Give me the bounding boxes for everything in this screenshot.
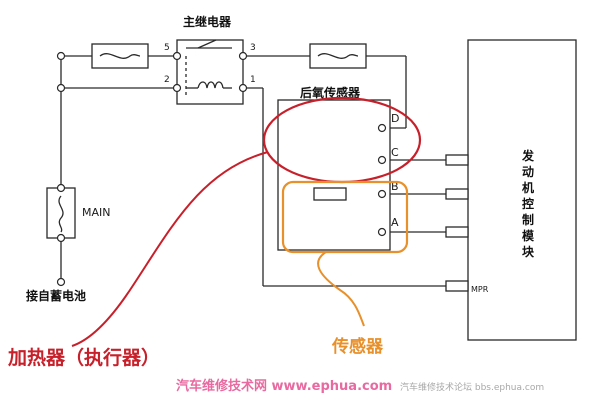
ecm-char-5: 模: [522, 228, 535, 243]
sensor-pin-b: B: [391, 180, 399, 193]
ecm-char-0: 发: [521, 148, 535, 163]
sensor-pin-d: D: [391, 112, 399, 125]
ecm-connectors: [445, 154, 469, 292]
ecm-label: 发 动 机 控 制 模 块: [521, 148, 535, 259]
junction-nodes: [56, 51, 387, 287]
relay-pin3: 3: [250, 43, 256, 53]
watermark-left: 汽车维修技术网 www.ephua.com: [176, 378, 392, 394]
sensor-highlight-box: [281, 180, 409, 254]
relay-pin2: 2: [164, 75, 170, 85]
watermark-right: 汽车维修技术论坛 bbs.ephua.com: [400, 381, 544, 393]
sensor-title: 后氧传感器: [300, 85, 361, 100]
ecm-box: [467, 39, 577, 341]
relay-pin5: 5: [164, 43, 170, 53]
sensor-pin-a: A: [391, 216, 399, 229]
sensor-frame: [277, 99, 391, 251]
main-relay: [176, 39, 244, 105]
ecm-char-1: 动: [522, 165, 534, 179]
ecm-char-2: 机: [522, 180, 534, 195]
relay-pin1: 1: [250, 75, 256, 85]
ecm-char-4: 制: [522, 212, 534, 227]
fuse-main-label: MAIN: [82, 206, 111, 219]
sensor-resistor: [313, 187, 347, 201]
fuse-top-right: [309, 43, 367, 69]
sensor-pointer-line: [317, 251, 365, 327]
heater-pointer-line: [71, 151, 269, 347]
heater-annotation: 加热器（执行器）: [7, 346, 160, 369]
fuse-top-left: [91, 43, 149, 69]
ecm-mpr-label: MPR: [471, 285, 489, 294]
ecm-char-6: 块: [522, 244, 535, 259]
relay-title: 主继电器: [183, 14, 232, 29]
ecm-char-3: 控: [522, 196, 534, 211]
sensor-annotation: 传感器: [331, 336, 384, 357]
sensor-pin-c: C: [391, 146, 399, 159]
battery-label: 接自蓄电池: [26, 288, 86, 303]
main-fuse: [46, 187, 76, 239]
